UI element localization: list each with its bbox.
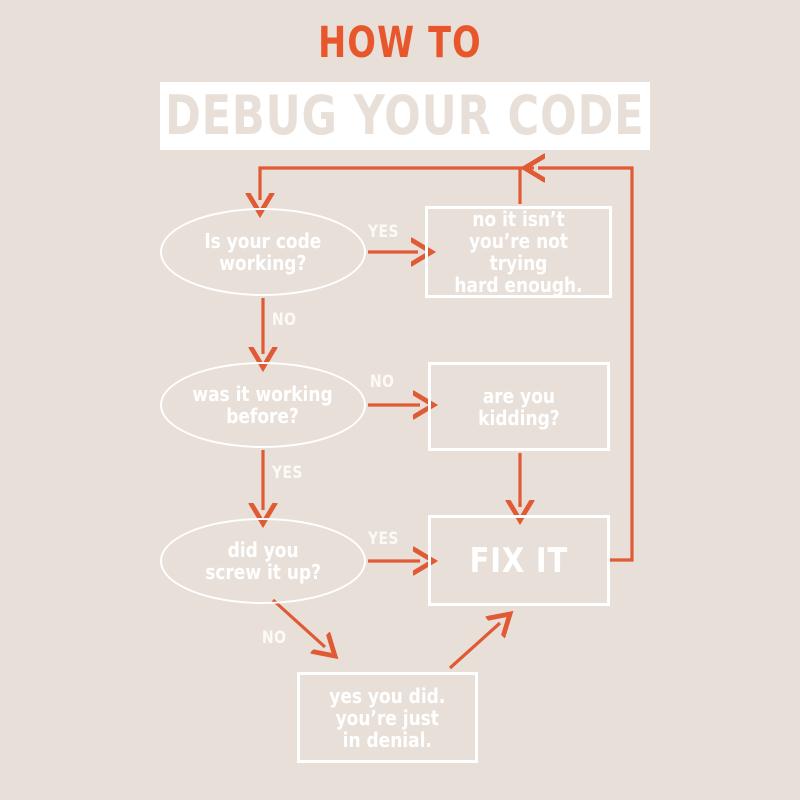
node-label: yes you did. you’re just in denial. <box>329 683 446 752</box>
node-label: are you kidding? <box>478 383 560 430</box>
node-no-it-isnt[interactable]: no it isn’t you’re not trying hard enoug… <box>425 206 612 298</box>
node-label: did you screw it up? <box>205 538 321 584</box>
page-title: HOW TO <box>0 18 800 68</box>
node-label: was it working before? <box>192 382 334 428</box>
node-is-your-code-working[interactable]: Is your code working? <box>160 208 366 296</box>
node-label: no it isn’t you’re not trying hard enoug… <box>454 207 583 297</box>
title-line-debug-your-code: DEBUG YOUR CODE <box>165 84 645 147</box>
edge-label-q3-no: NO <box>262 628 287 648</box>
edge-label-q3-yes: YES <box>368 529 399 549</box>
node-are-you-kidding[interactable]: are you kidding? <box>428 362 610 451</box>
edge-return-into-q1 <box>260 166 534 200</box>
node-fix-it[interactable]: FIX IT <box>428 515 610 606</box>
edge-label-q1-yes: YES <box>368 222 399 242</box>
title-banner: DEBUG YOUR CODE <box>160 82 650 150</box>
node-was-it-working-before[interactable]: was it working before? <box>160 362 366 448</box>
title-line-how-to: HOW TO <box>318 18 482 68</box>
node-yes-you-did[interactable]: yes you did. you’re just in denial. <box>297 672 478 763</box>
node-label: Is your code working? <box>204 229 322 275</box>
edge-label-q1-no: NO <box>272 310 297 330</box>
node-label: FIX IT <box>469 540 569 581</box>
edge-label-q2-yes: YES <box>272 463 303 483</box>
edge-label-q2-no: NO <box>370 372 395 392</box>
node-did-you-screw-it-up[interactable]: did you screw it up? <box>160 518 366 604</box>
edge-a3-to-fix <box>448 623 500 670</box>
